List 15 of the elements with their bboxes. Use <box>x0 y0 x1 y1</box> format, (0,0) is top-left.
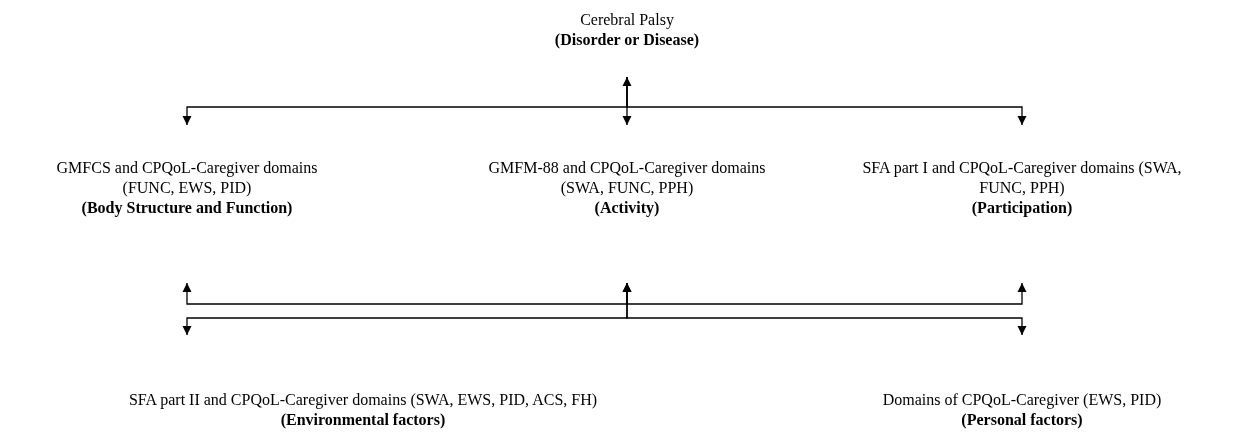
category-heading: (Body Structure and Function) <box>80 198 294 218</box>
node-text: SFA part I and CPQoL-Caregiver domains (SWA, FUNC, PPH) <box>861 158 1183 198</box>
node-text: Domains of CPQoL-Caregiver (EWS, PID) <box>881 390 1163 410</box>
connector-arrow <box>626 76 1027 126</box>
connector-arrow <box>626 282 1027 305</box>
node-text: GMFCS and CPQoL-Caregiver domains (FUNC, EWS, PID) <box>55 158 319 198</box>
category-heading: (Personal factors) <box>960 410 1084 430</box>
node-text: GMFM-88 and CPQoL-Caregiver domains (SWA, FUNC, PPH) <box>487 158 767 198</box>
node-text: Cerebral Palsy <box>579 10 675 30</box>
category-heading: (Environmental factors) <box>279 410 447 430</box>
category-heading: (Disorder or Disease) <box>553 30 701 50</box>
category-heading: (Participation) <box>970 198 1074 218</box>
node-text: SFA part II and CPQoL-Caregiver domains (SWA, EWS, PID, ACS, FH) <box>127 390 599 410</box>
connector-arrow <box>182 282 628 305</box>
category-heading: (Activity) <box>593 198 661 218</box>
